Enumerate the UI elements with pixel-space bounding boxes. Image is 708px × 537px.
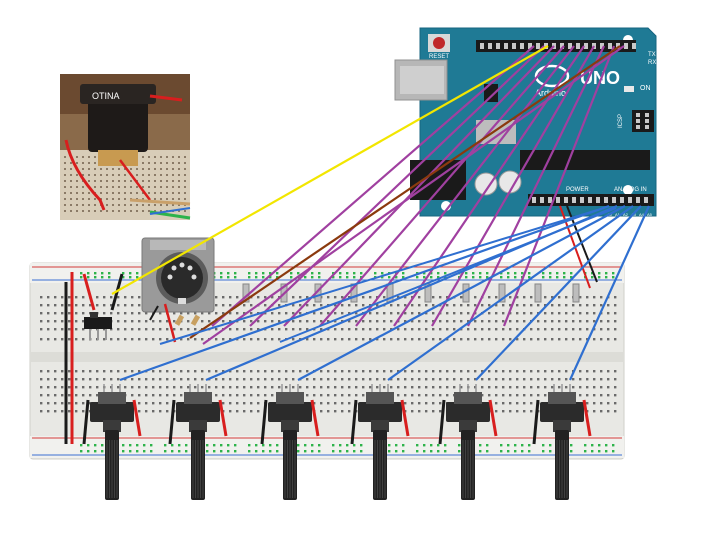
analog-wire (568, 205, 651, 381)
power-wire (488, 399, 498, 437)
power-wire (132, 399, 142, 437)
arduino-uno-board: RESET TX RX Arduino UNO ON ICSP POWER AN… (394, 27, 657, 217)
digital-wire (319, 45, 565, 327)
digital-wire (431, 45, 595, 327)
slide-switch (84, 312, 112, 340)
tactile-button (534, 283, 542, 303)
icsp-label: ICSP (618, 114, 624, 128)
digital-wire (249, 45, 545, 327)
reset-label: RESET (429, 54, 449, 60)
tactile-button (498, 283, 506, 303)
power-wire (582, 399, 592, 437)
digital-wire (502, 45, 616, 327)
potentiometer (438, 384, 498, 500)
analog-wire (297, 205, 626, 381)
power-wire (400, 399, 410, 437)
photo-print-text: OTINA (92, 91, 120, 101)
power-label: POWER (566, 187, 589, 193)
analog-in-label: ANALOG IN (614, 187, 647, 193)
midi-resistors (149, 303, 201, 343)
pin-label-a5: A5 (647, 212, 653, 217)
midi-socket-photo: OTINA (60, 74, 191, 220)
potentiometer (532, 384, 592, 500)
ground-wire (168, 399, 176, 445)
analog-wire (159, 207, 605, 345)
digital-wire (202, 45, 625, 345)
potentiometer (260, 384, 320, 500)
ground-wire (82, 399, 90, 445)
power-wire (218, 399, 228, 437)
tactile-button (572, 283, 580, 303)
digital-wire (467, 45, 605, 327)
analog-wire (119, 204, 610, 382)
pin-label-a2: A2 (623, 212, 629, 217)
tactile-button (462, 283, 470, 303)
on-label: ON (640, 85, 651, 92)
pin-label-a4: A4 (639, 212, 645, 217)
analog-wire (387, 205, 634, 381)
digital-wire (283, 45, 555, 327)
analog-wire (475, 205, 642, 381)
ground-wire (438, 399, 446, 445)
midi-signal-wire (111, 45, 549, 295)
power-wire (310, 399, 320, 437)
ground-wire (260, 399, 268, 445)
ground-wire (350, 399, 358, 445)
tx-label: TX (648, 52, 656, 58)
digital-wire (211, 45, 535, 327)
potentiometer (82, 384, 142, 500)
pin-label-a1: A1 (615, 212, 621, 217)
potentiometer (168, 384, 228, 500)
potentiometer (350, 384, 410, 500)
midi-din-socket (141, 237, 215, 313)
brown-wire (189, 45, 621, 339)
analog-wire (279, 207, 617, 343)
ground-wire (532, 399, 540, 445)
rx-label: RX (648, 60, 656, 66)
digital-wire (355, 45, 575, 327)
